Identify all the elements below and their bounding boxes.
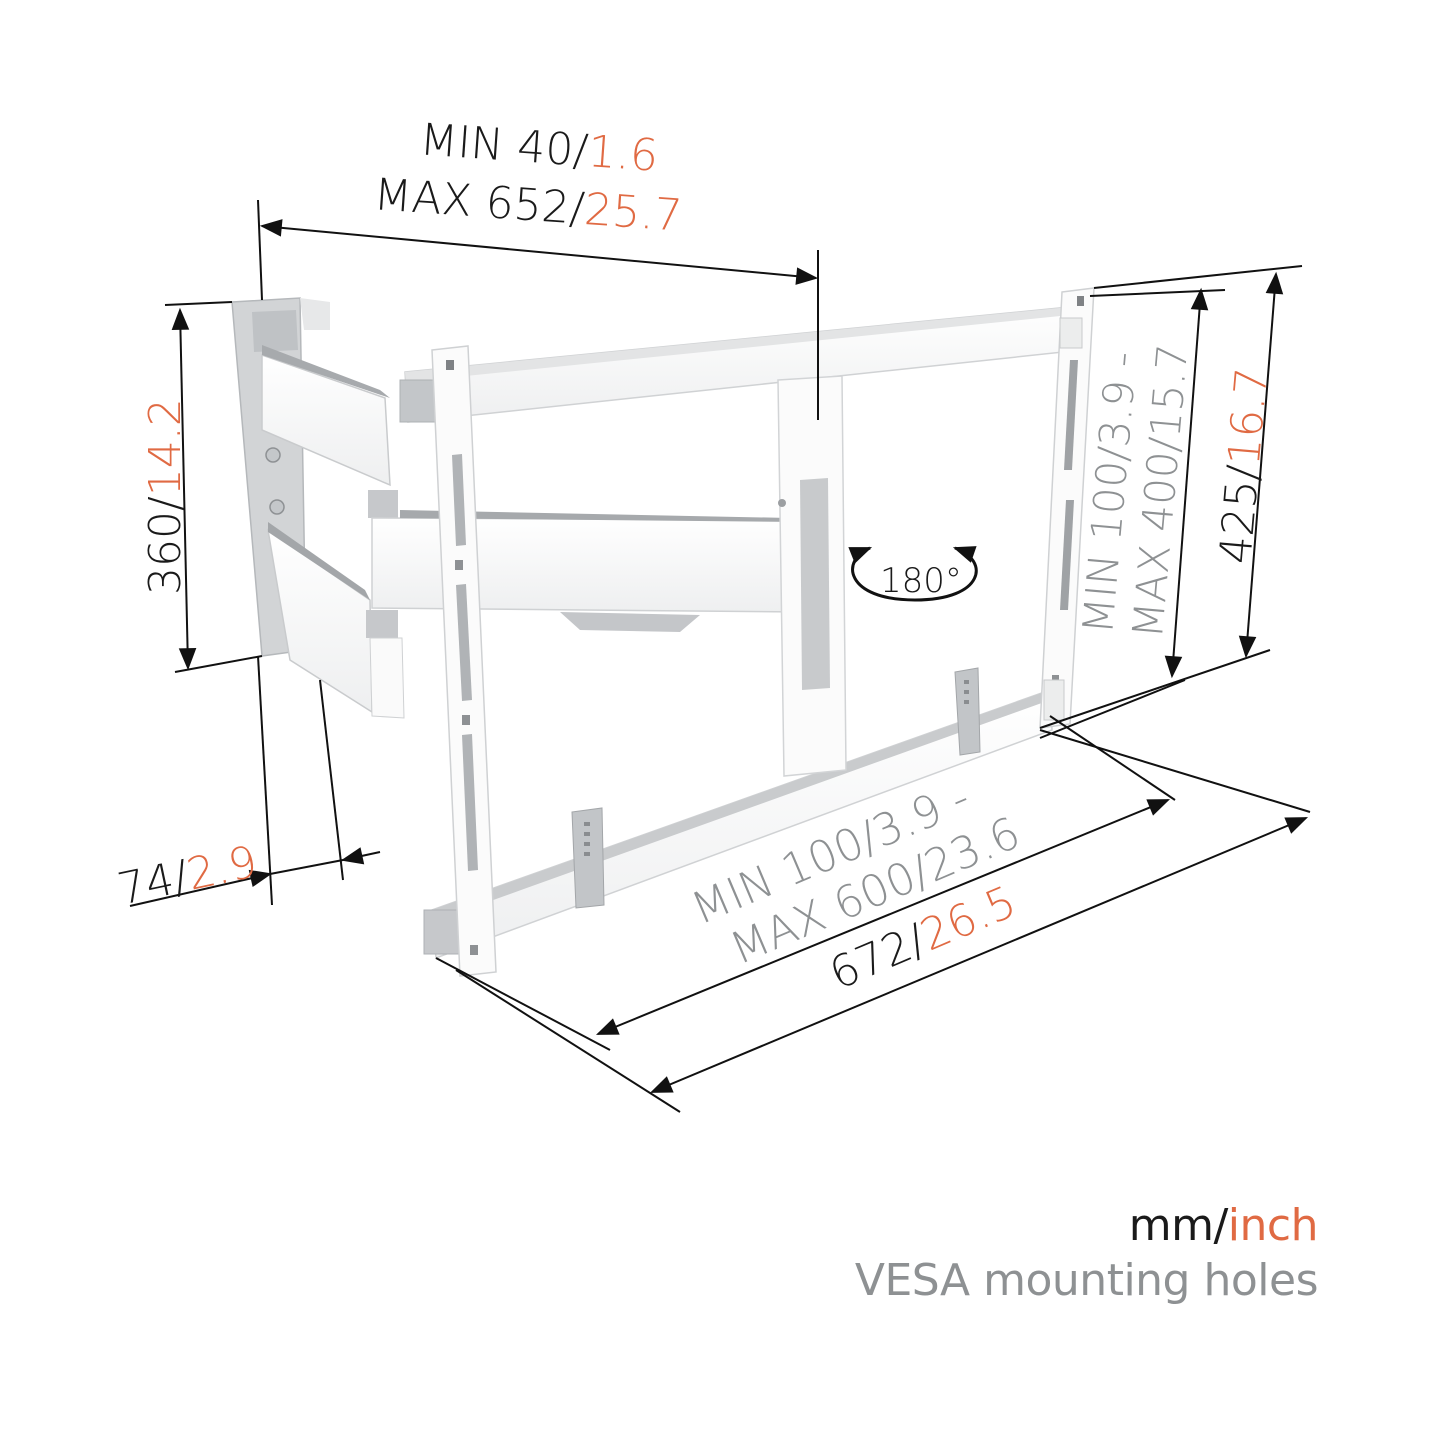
arm-min-inch: 1.6 bbox=[586, 126, 659, 182]
depth-mm: 74/ bbox=[113, 851, 193, 916]
units-legend: mm/inch bbox=[855, 1200, 1319, 1252]
upper-arm bbox=[261, 345, 398, 518]
left-vesa-strip bbox=[431, 345, 497, 977]
plate-height-inch: 14.2 bbox=[140, 398, 191, 496]
vesa-legend: VESA mounting holes bbox=[854, 1255, 1319, 1306]
svg-text:MAX 652/25.7: MAX 652/25.7 bbox=[372, 169, 684, 241]
units-mm: mm/ bbox=[1128, 1200, 1229, 1251]
cable-clip bbox=[571, 807, 605, 909]
tilt-bracket bbox=[777, 375, 847, 777]
depth-inch: 2.9 bbox=[183, 836, 262, 900]
rotation-value: 180° bbox=[880, 561, 962, 601]
rotation-indicator: 180° bbox=[848, 546, 978, 602]
height-inch: 16.7 bbox=[1219, 365, 1278, 467]
svg-text:74/2.9: 74/2.9 bbox=[113, 836, 261, 915]
cable-clip bbox=[954, 667, 981, 756]
svg-text:MIN 40/1.6: MIN 40/1.6 bbox=[418, 114, 660, 182]
svg-text:425/16.7: 425/16.7 bbox=[1210, 365, 1278, 565]
dimension-lines bbox=[129, 199, 1311, 1113]
arm-min-mm: MIN 40/ bbox=[418, 114, 590, 177]
svg-text:360/14.2: 360/14.2 bbox=[140, 398, 191, 595]
wall-bolt-icon bbox=[265, 447, 281, 463]
top-rail bbox=[399, 305, 1083, 423]
arm-max-inch: 25.7 bbox=[583, 184, 684, 242]
center-arm bbox=[371, 510, 803, 632]
overall-height-label: 425/16.7 bbox=[1210, 365, 1278, 565]
lower-arm bbox=[266, 522, 405, 719]
wall-bolt-icon bbox=[269, 499, 285, 515]
arm-extension-label: MIN 40/1.6 MAX 652/25.7 bbox=[372, 114, 684, 241]
plate-height-mm: 360/ bbox=[140, 496, 191, 595]
legend: mm/inch VESA mounting holes bbox=[854, 1200, 1319, 1310]
wall-plate-height-label: 360/14.2 bbox=[140, 398, 191, 595]
rotation-arrow-icon bbox=[848, 546, 978, 602]
arm-max-mm: MAX 652/ bbox=[372, 169, 586, 235]
depth-label: 74/2.9 bbox=[113, 836, 261, 915]
units-inch: inch bbox=[1227, 1200, 1319, 1251]
right-vesa-strip bbox=[1039, 287, 1095, 729]
height-mm: 425/ bbox=[1210, 463, 1269, 566]
